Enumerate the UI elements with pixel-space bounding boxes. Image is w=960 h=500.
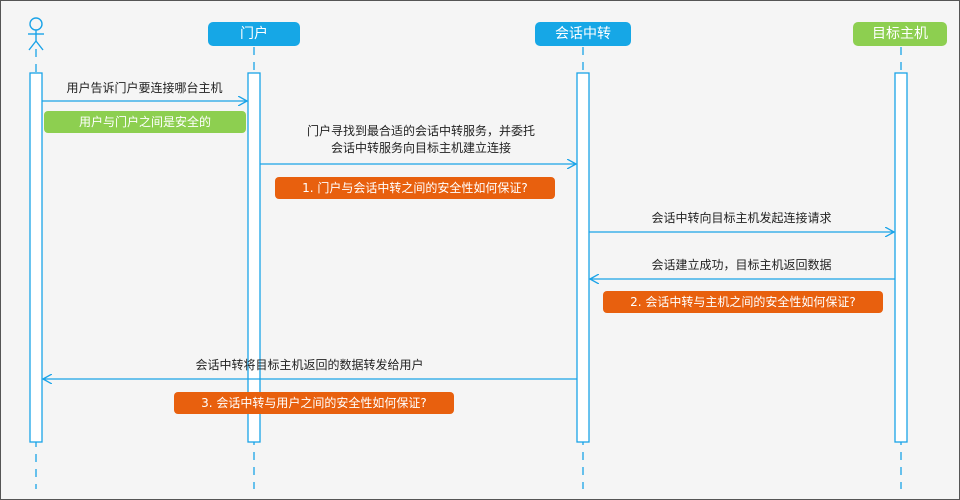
note-question-2: 2. 会话中转与主机之间的安全性如何保证? xyxy=(603,291,883,313)
participant-relay: 会话中转 xyxy=(535,22,631,46)
activation-bar-target xyxy=(894,72,908,443)
participant-portal: 门户 xyxy=(208,22,300,46)
activation-bar-portal xyxy=(247,72,261,443)
participant-target: 目标主机 xyxy=(853,22,947,46)
note-user-portal-secure: 用户与门户之间是安全的 xyxy=(44,111,246,133)
note-question-3: 3. 会话中转与用户之间的安全性如何保证? xyxy=(174,392,454,414)
note-question-1: 1. 门户与会话中转之间的安全性如何保证? xyxy=(275,177,555,199)
message-label-4: 会话建立成功，目标主机返回数据 xyxy=(651,258,832,272)
message-label-2-line-1: 门户寻找到最合适的会话中转服务，并委托 xyxy=(306,124,535,138)
message-label-2-line-2: 会话中转服务向目标主机建立连接 xyxy=(330,141,511,155)
stick-figure-icon xyxy=(28,17,44,51)
activation-bar-relay xyxy=(576,72,590,443)
message-label-5: 会话中转将目标主机返回的数据转发给用户 xyxy=(195,358,424,372)
activation-bar-user xyxy=(29,72,43,443)
message-label-3: 会话中转向目标主机发起连接请求 xyxy=(651,211,832,225)
message-label-1: 用户告诉门户要连接哪台主机 xyxy=(66,81,223,95)
